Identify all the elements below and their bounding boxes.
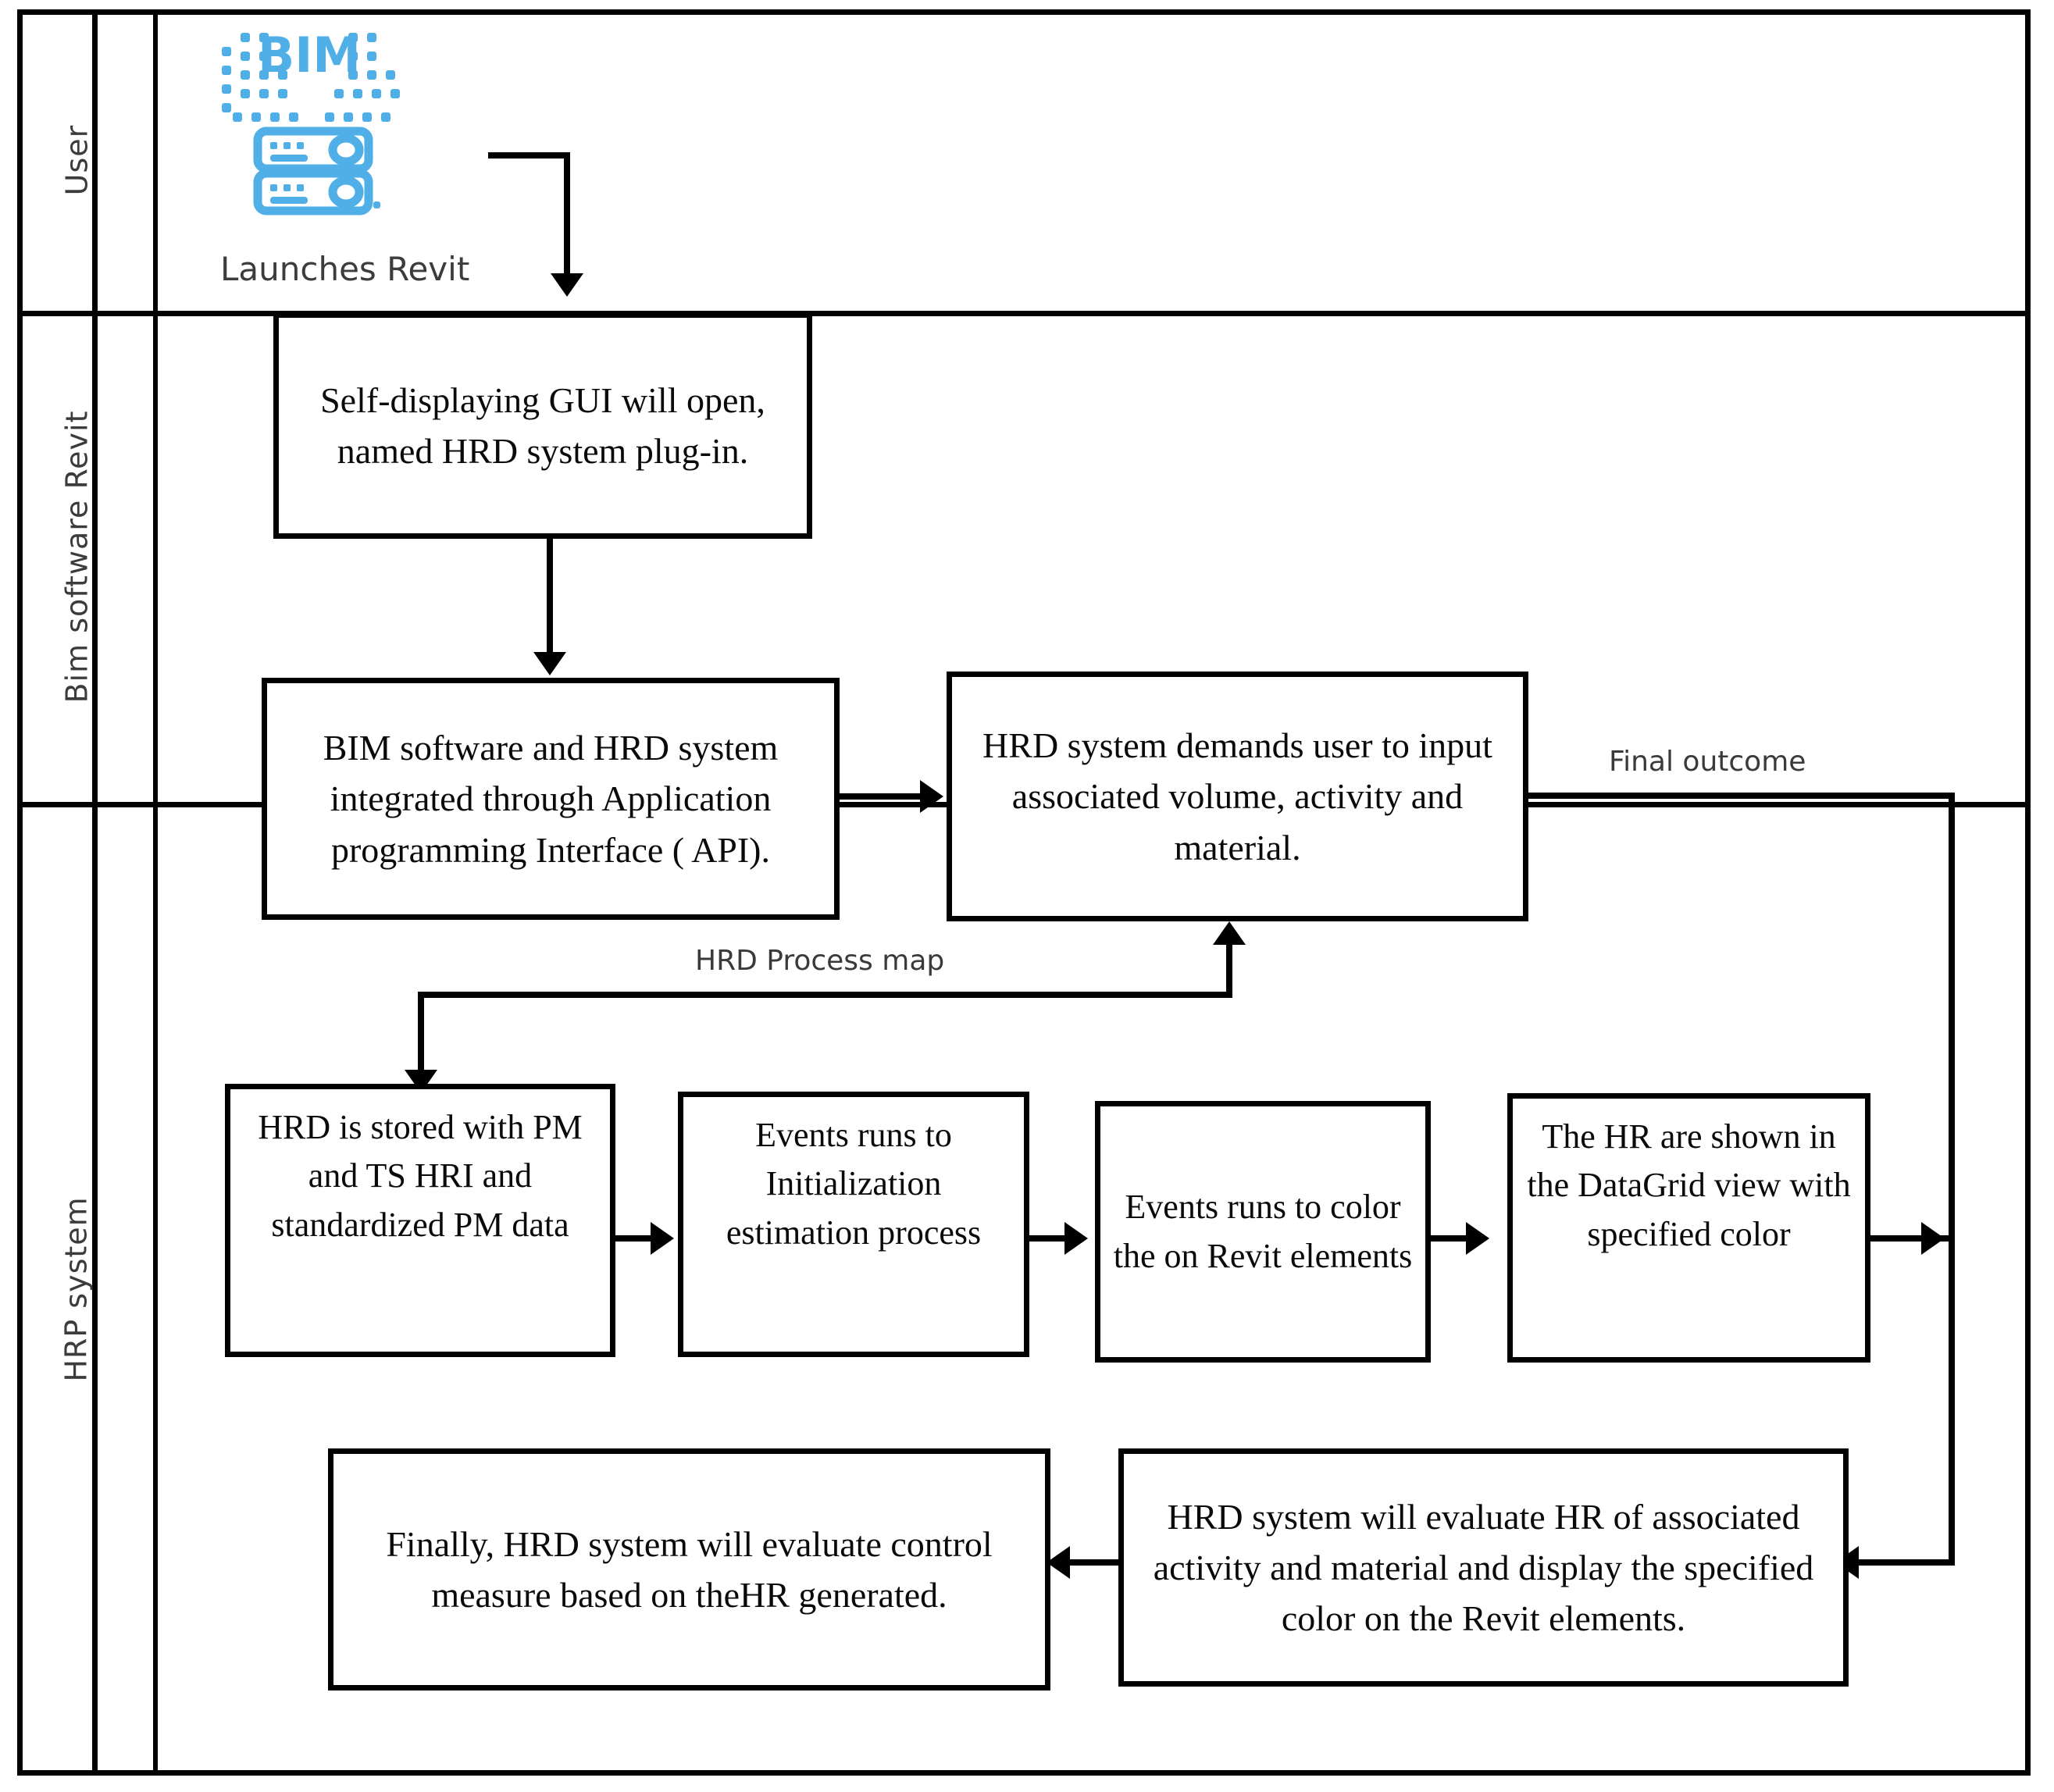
box-hr-shown-datagrid[interactable]: The HR are shown in the DataGrid view wi… [1507, 1093, 1870, 1363]
diagram-frame [17, 9, 2031, 1776]
box-finally-evaluate-control-measure-text: Finally, HRD system will evaluate contro… [386, 1523, 993, 1615]
connector-process-map-down [418, 992, 424, 1078]
connector-final-outcome-horizontal [1528, 793, 1955, 799]
connector-icon-to-gui-horizontal [488, 152, 570, 159]
box-hrd-demands-user-input[interactable]: HRD system demands user to input associa… [947, 672, 1528, 921]
lane-label-hrp-text: HRP system [59, 1195, 94, 1382]
connector-stored-to-init [615, 1235, 658, 1242]
box-hrd-demands-user-input-text: HRD system demands user to input associa… [982, 725, 1492, 867]
lane-cell-edge-bim [153, 311, 158, 805]
arrowhead-gui-to-api [533, 652, 566, 675]
lane-label-user-text: User [59, 124, 94, 196]
arrowhead-evaluate-to-final [1047, 1546, 1070, 1579]
box-bim-hrd-api-integration[interactable]: BIM software and HRD system integrated t… [262, 678, 840, 920]
connector-gui-to-api [547, 539, 553, 660]
arrowhead-icon-to-gui [551, 273, 583, 297]
lane-label-column-divider [92, 9, 98, 1776]
label-final-outcome: Final outcome [1609, 746, 1806, 778]
lane-cell-edge-hrp [153, 802, 158, 1776]
svg-text:BIM: BIM [258, 27, 361, 84]
box-self-displaying-gui[interactable]: Self-displaying GUI will open, named HRD… [273, 312, 812, 539]
connector-final-outcome-to-evaluate [1859, 1559, 1955, 1566]
arrowhead-init-to-color [1064, 1222, 1088, 1255]
arrowhead-process-map-to-demands [1213, 921, 1246, 945]
box-finally-evaluate-control-measure[interactable]: Finally, HRD system will evaluate contro… [328, 1448, 1050, 1690]
lane-divider-user-bim [17, 311, 2031, 316]
connector-icon-to-gui-vertical [564, 152, 570, 281]
box-hrd-stored-pm-ts-hri[interactable]: HRD is stored with PM and TS HRI and sta… [225, 1084, 615, 1357]
lane-label-user: User [0, 9, 153, 311]
connector-process-map-up-stub [1226, 941, 1232, 996]
launches-revit-caption: Launches Revit [220, 250, 470, 288]
box-bim-hrd-api-integration-text: BIM software and HRD system integrated t… [323, 728, 779, 870]
label-hrd-process-map: HRD Process map [695, 945, 945, 977]
box-hrd-stored-pm-ts-hri-text: HRD is stored with PM and TS HRI and sta… [258, 1108, 583, 1244]
connector-init-to-color [1029, 1235, 1072, 1242]
box-hrd-evaluate-hr-display-color[interactable]: HRD system will evaluate HR of associate… [1118, 1448, 1849, 1687]
lane-label-bim-text: Bim software Revit [59, 409, 94, 704]
lane-label-bim-software-revit: Bim software Revit [0, 311, 153, 802]
connector-process-map-horizontal [418, 992, 1232, 998]
box-events-color-revit-elements-text: Events runs to color the on Revit elemen… [1113, 1188, 1413, 1275]
lane-label-hrp-system: HRP system [0, 802, 153, 1776]
connector-api-to-demands [840, 793, 929, 800]
arrowhead-stored-to-init [651, 1222, 674, 1255]
box-hr-shown-datagrid-text: The HR are shown in the DataGrid view wi… [1527, 1117, 1851, 1253]
lane-cell-edge-user [153, 9, 158, 314]
arrowhead-api-to-demands [920, 780, 943, 813]
connector-evaluate-to-final [1068, 1559, 1120, 1566]
bim-server-icon: BIM [217, 20, 405, 216]
box-self-displaying-gui-text: Self-displaying GUI will open, named HRD… [320, 379, 765, 471]
box-events-initialization-estimation[interactable]: Events runs to Initialization estimation… [678, 1092, 1029, 1357]
connector-color-to-datagrid [1431, 1235, 1474, 1242]
arrowhead-datagrid-to-final-outcome-line [1921, 1222, 1945, 1255]
connector-datagrid-to-final-outcome-line [1870, 1235, 1952, 1242]
connector-final-outcome-vertical [1949, 793, 1955, 1566]
box-events-color-revit-elements[interactable]: Events runs to color the on Revit elemen… [1095, 1101, 1431, 1363]
box-hrd-evaluate-hr-display-color-text: HRD system will evaluate HR of associate… [1153, 1496, 1814, 1639]
box-events-initialization-estimation-text: Events runs to Initialization estimation… [726, 1116, 982, 1252]
arrowhead-color-to-datagrid [1466, 1222, 1489, 1255]
